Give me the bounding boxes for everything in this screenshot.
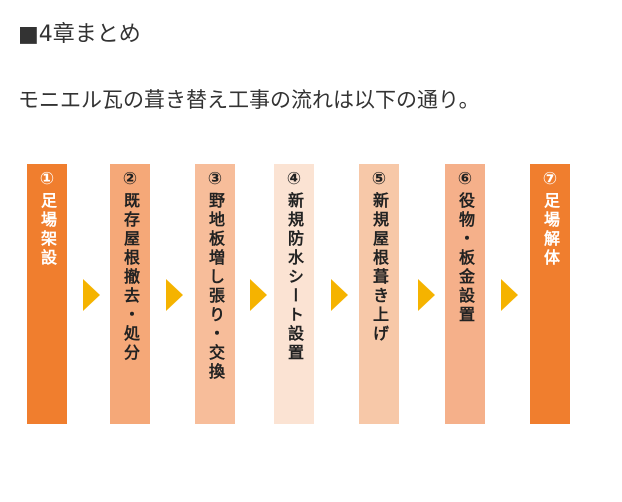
step-label: 既存屋根撤去・処分: [121, 192, 140, 363]
triangle-right-icon: [418, 279, 435, 311]
step-number: ⑥: [457, 169, 473, 189]
step-label: 新規防水シート設置: [285, 192, 304, 363]
step-label: 足場解体: [541, 192, 560, 268]
lead-text: モニエル瓦の葺き替え工事の流れは以下の通り。: [18, 88, 480, 112]
triangle-right-icon: [166, 279, 183, 311]
step-4: ④ 新規防水シート設置: [274, 164, 314, 424]
triangle-right-icon: [331, 279, 348, 311]
step-label: 野地板増し張り・交換: [206, 192, 225, 382]
step-label: 足場架設: [38, 192, 57, 268]
triangle-right-icon: [501, 279, 518, 311]
triangle-right-icon: [83, 279, 100, 311]
step-7: ⑦ 足場解体: [530, 164, 570, 424]
step-2: ② 既存屋根撤去・処分: [110, 164, 150, 424]
heading: ■4章まとめ: [18, 22, 141, 47]
step-5: ⑤ 新規屋根葺き上げ: [359, 164, 399, 424]
step-number: ③: [207, 169, 223, 189]
step-number: ①: [39, 169, 55, 189]
step-number: ④: [286, 169, 302, 189]
step-number: ⑤: [371, 169, 387, 189]
step-number: ②: [122, 169, 138, 189]
step-label: 役物・板金設置: [456, 192, 475, 325]
step-6: ⑥ 役物・板金設置: [445, 164, 485, 424]
step-3: ③ 野地板増し張り・交換: [195, 164, 235, 424]
step-1: ① 足場架設: [27, 164, 67, 424]
triangle-right-icon: [250, 279, 267, 311]
step-label: 新規屋根葺き上げ: [370, 192, 389, 344]
step-number: ⑦: [542, 169, 558, 189]
